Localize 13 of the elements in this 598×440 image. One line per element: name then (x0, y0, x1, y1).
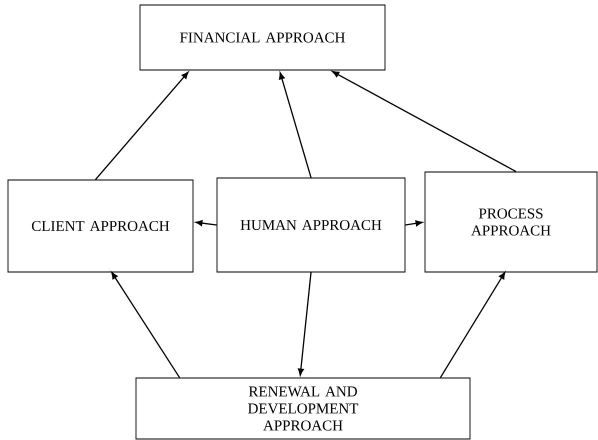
arrow (111, 272, 180, 378)
arrow (440, 272, 506, 378)
process-box: PROCESS APPROACH (424, 172, 598, 272)
arrow (278, 72, 312, 178)
arrow (95, 72, 189, 180)
arrow (405, 220, 423, 226)
process-box: CLIENT APPROACH (8, 180, 194, 272)
arrow (195, 220, 217, 226)
process-box: HUMAN APPROACH (216, 178, 406, 272)
arrow (298, 272, 312, 376)
process-box: RENEWAL AND DEVELOPMENT APPROACH (136, 378, 470, 440)
process-box: FINANCIAL APPROACH (140, 4, 386, 70)
arrow (332, 71, 516, 172)
